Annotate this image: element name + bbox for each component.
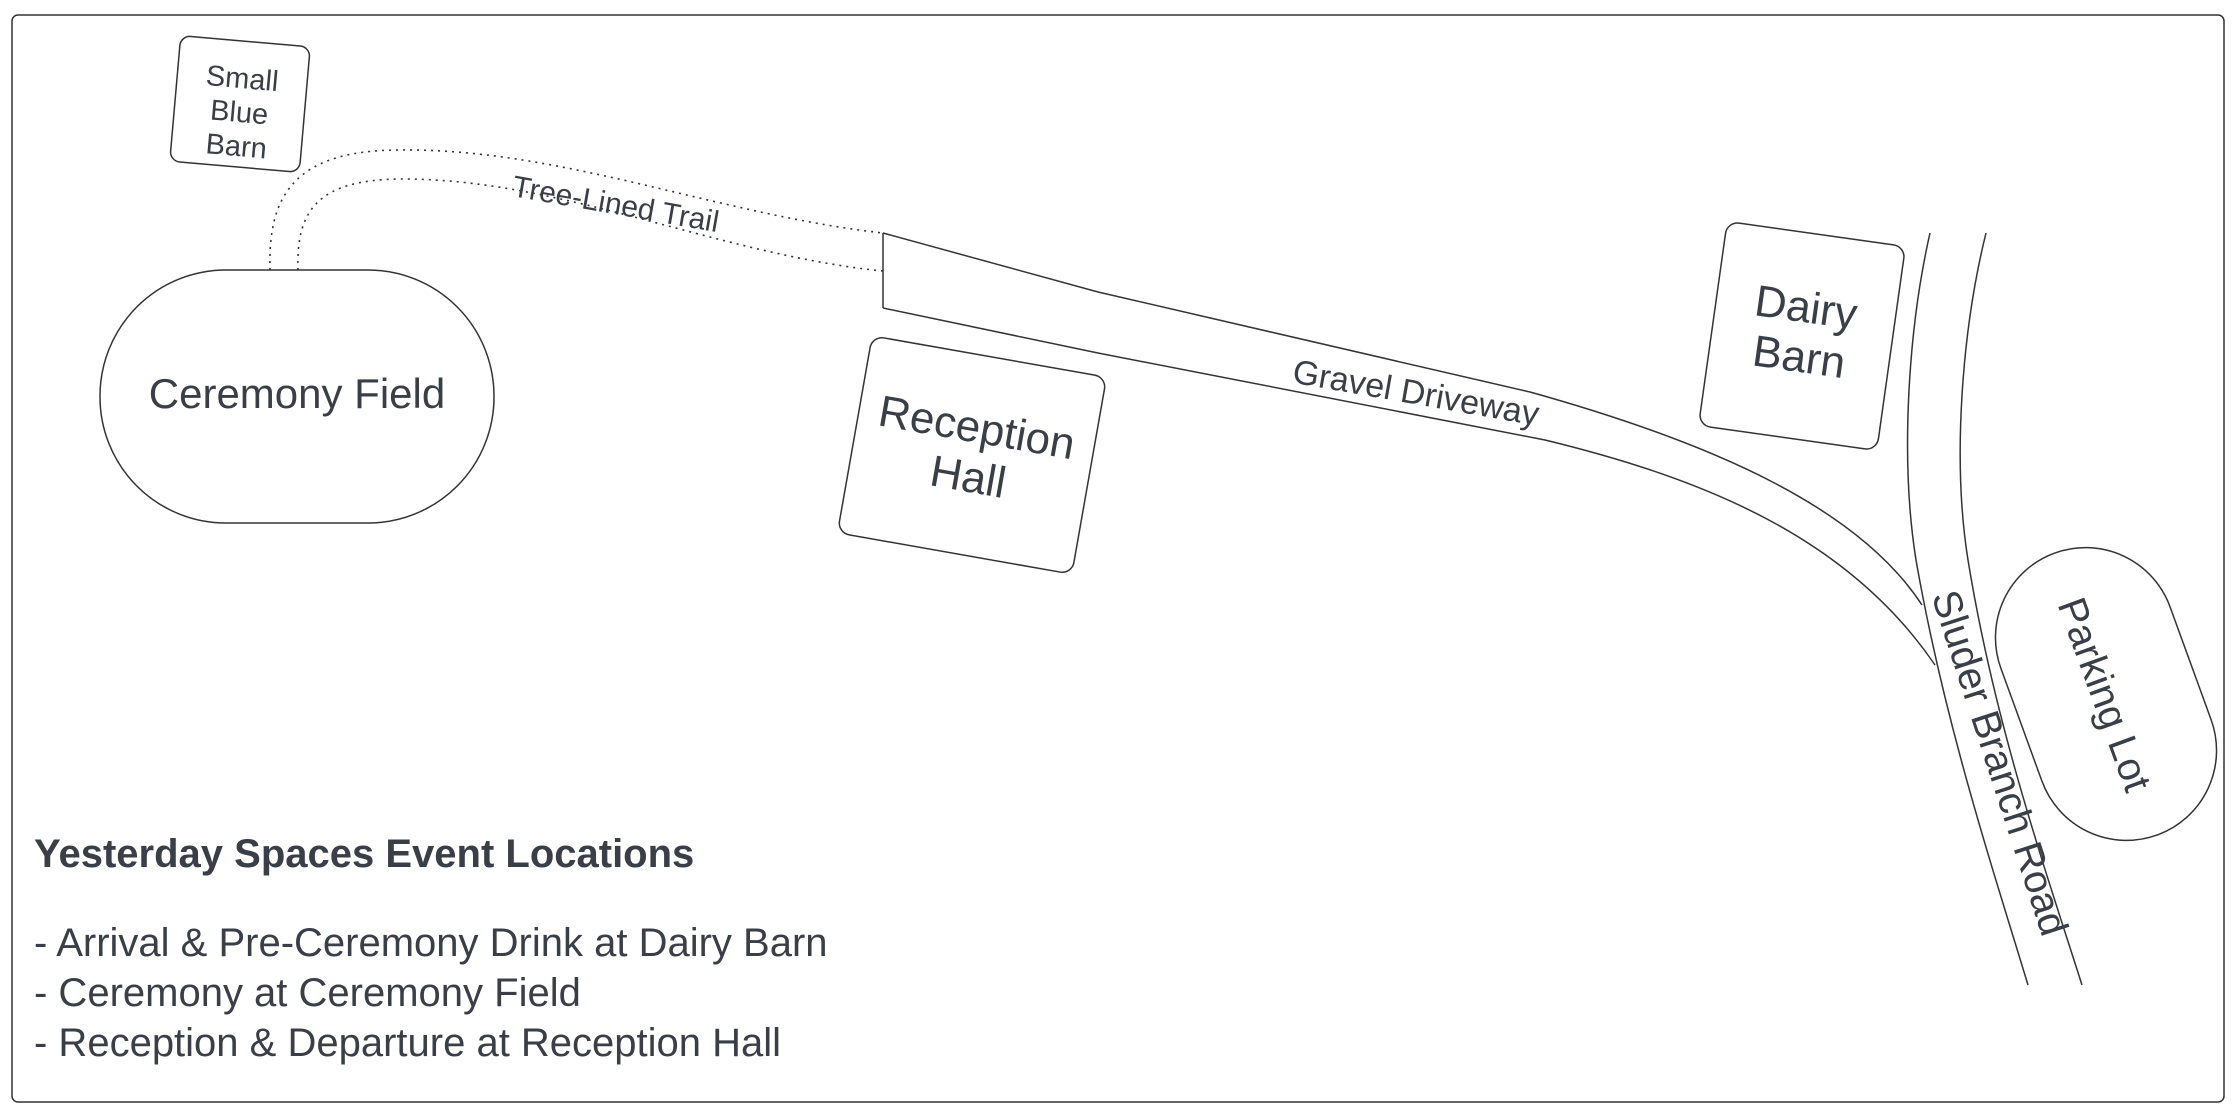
small-blue-barn-label-line2: Blue	[209, 94, 270, 131]
tree-lined-trail	[269, 149, 884, 272]
tree-lined-trail-outer-edge	[269, 149, 884, 271]
sluder-branch-road	[1906, 232, 2083, 986]
ceremony-field: Ceremony Field	[99, 269, 495, 524]
legend-title: Yesterday Spaces Event Locations	[34, 832, 695, 876]
gravel-driveway-north-edge	[882, 232, 1923, 606]
legend-item-reception: - Reception & Departure at Reception Hal…	[34, 1021, 782, 1065]
legend-item-ceremony: - Ceremony at Ceremony Field	[34, 971, 581, 1015]
small-blue-barn: Small Blue Barn	[169, 35, 311, 173]
legend: Yesterday Spaces Event Locations - Arriv…	[34, 826, 1034, 1068]
map-frame	[11, 14, 2225, 1103]
sluder-branch-road-west-edge	[1906, 232, 2029, 986]
ceremony-field-label: Ceremony Field	[149, 370, 445, 417]
reception-hall: Reception Hall	[838, 337, 1106, 573]
gravel-driveway-south-edge	[882, 307, 1936, 666]
legend-item-arrival: - Arrival & Pre-Ceremony Drink at Dairy …	[34, 921, 828, 965]
parking-lot: Parking Lot	[1994, 546, 2218, 842]
dairy-barn: Dairy Barn	[1699, 222, 1905, 450]
sluder-branch-road-east-edge	[1959, 232, 2083, 986]
small-blue-barn-label-line3: Barn	[204, 128, 268, 165]
small-blue-barn-label-line1: Small	[205, 60, 280, 98]
